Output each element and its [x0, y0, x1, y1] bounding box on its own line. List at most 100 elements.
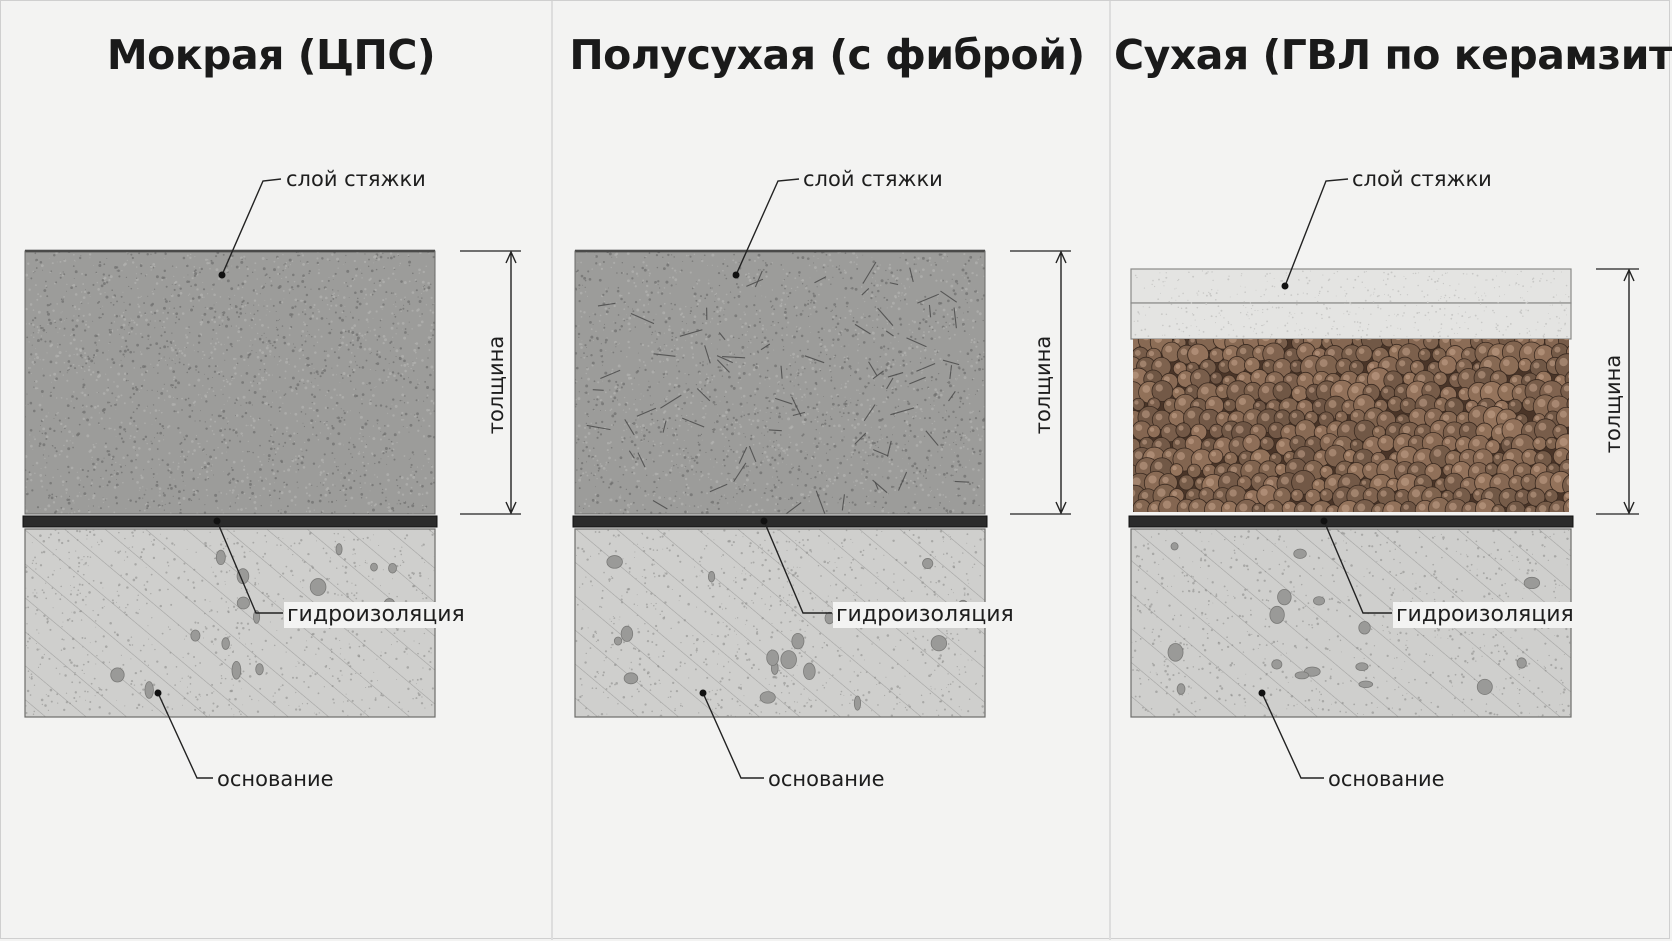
fiber — [600, 369, 621, 380]
fiber — [916, 362, 936, 372]
screed-layer — [24, 249, 436, 515]
fiber — [660, 394, 682, 409]
fiber — [815, 490, 826, 514]
base-leader — [1258, 689, 1324, 779]
fiber — [630, 312, 655, 325]
thickness-dimension — [1010, 250, 1071, 515]
fiber — [681, 417, 705, 428]
fiber — [814, 276, 827, 284]
fiber — [774, 397, 793, 405]
fiber — [716, 355, 733, 364]
fiber — [716, 359, 730, 373]
fiber — [696, 388, 711, 402]
waterproofing-leader — [1320, 517, 1392, 614]
fiber — [624, 419, 635, 436]
fiber — [928, 304, 932, 318]
fiber — [804, 355, 825, 364]
fiber — [909, 267, 914, 282]
panel-divider — [551, 1, 553, 940]
waterproofing-leader — [760, 517, 832, 614]
waterproofing-leader — [213, 517, 283, 614]
fiber — [872, 479, 888, 494]
fiber — [890, 407, 915, 416]
screed-label: слой стяжки — [1349, 166, 1495, 192]
fiber — [748, 445, 757, 462]
fiber — [862, 261, 877, 284]
fiber — [885, 330, 894, 337]
screed-leader — [218, 178, 282, 279]
fiber — [942, 359, 960, 366]
fiber — [953, 307, 957, 329]
screed-section-diagram — [572, 178, 1071, 779]
base-leader — [154, 689, 213, 779]
screed-section-diagram — [1128, 178, 1639, 779]
fiber — [592, 389, 604, 391]
fiber — [841, 494, 846, 511]
base-label: основание — [214, 766, 337, 792]
fiber — [887, 372, 904, 378]
screed-layer — [574, 249, 986, 515]
fiber — [784, 502, 802, 514]
fiber — [877, 307, 894, 326]
fiber — [889, 282, 899, 286]
waterproofing-label: гидроизоляция — [284, 602, 468, 628]
gvl-sheets-layer — [1130, 268, 1572, 340]
panel-semi-dry-screed: Полусухая (с фиброй) слой стяжки толщина… — [553, 1, 1109, 940]
panel-title: Сухая (ГВЛ по керамзиту) — [1114, 31, 1672, 79]
thickness-dimension — [460, 250, 521, 515]
fiber — [872, 370, 884, 380]
panel-divider — [1109, 1, 1111, 940]
fiber — [597, 302, 616, 307]
panel-title: Полусухая (с фиброй) — [569, 31, 1085, 79]
fiber — [854, 323, 871, 335]
screed-leader — [732, 178, 800, 279]
base-label: основание — [765, 766, 888, 792]
screed-section-diagram — [22, 178, 521, 779]
fiber — [940, 290, 958, 303]
screed-label: слой стяжки — [283, 166, 429, 192]
waterproofing-label: гидроизоляция — [1393, 602, 1577, 628]
fiber — [792, 411, 806, 417]
fiber — [948, 391, 956, 402]
fiber — [722, 355, 746, 359]
fiber — [868, 361, 878, 376]
fiber — [949, 365, 953, 379]
fiber — [863, 404, 876, 422]
fiber — [709, 483, 728, 493]
fiber — [780, 365, 783, 379]
waterproofing-layer — [22, 515, 438, 528]
waterproofing-layer — [1128, 515, 1574, 528]
base-leader — [699, 689, 764, 779]
fiber — [768, 429, 782, 432]
panel-wet-screed: Мокрая (ЦПС) слой стяжки толщина гидроиз… — [1, 1, 551, 940]
fiber — [754, 270, 763, 288]
fiber — [662, 420, 667, 433]
screed-label: слой стяжки — [800, 166, 946, 192]
fiber — [746, 278, 764, 287]
fiber — [886, 440, 892, 457]
waterproofing-layer — [572, 515, 988, 528]
fiber — [586, 424, 611, 431]
fiber — [636, 407, 657, 417]
fiber — [760, 343, 771, 351]
panel-dry-screed: Сухая (ГВЛ по керамзиту) слой стяжки тол… — [1111, 1, 1672, 940]
fiber — [738, 446, 748, 464]
expanded-clay-layer — [1133, 339, 1569, 512]
panel-title: Мокрая (ЦПС) — [106, 31, 436, 79]
fiber — [897, 471, 908, 491]
thickness-label: толщина — [1031, 335, 1055, 435]
thickness-dimension — [1596, 268, 1639, 515]
fiber — [718, 332, 726, 341]
fiber — [909, 376, 926, 385]
fiber — [733, 462, 747, 482]
fiber — [917, 293, 939, 304]
fiber — [906, 337, 927, 348]
thickness-label: толщина — [484, 335, 508, 435]
fiber — [653, 353, 676, 357]
fiber — [628, 450, 635, 459]
fiber — [704, 345, 711, 364]
fiber — [637, 452, 646, 468]
fiber — [886, 377, 894, 390]
waterproofing-label: гидроизоляция — [833, 602, 1017, 628]
